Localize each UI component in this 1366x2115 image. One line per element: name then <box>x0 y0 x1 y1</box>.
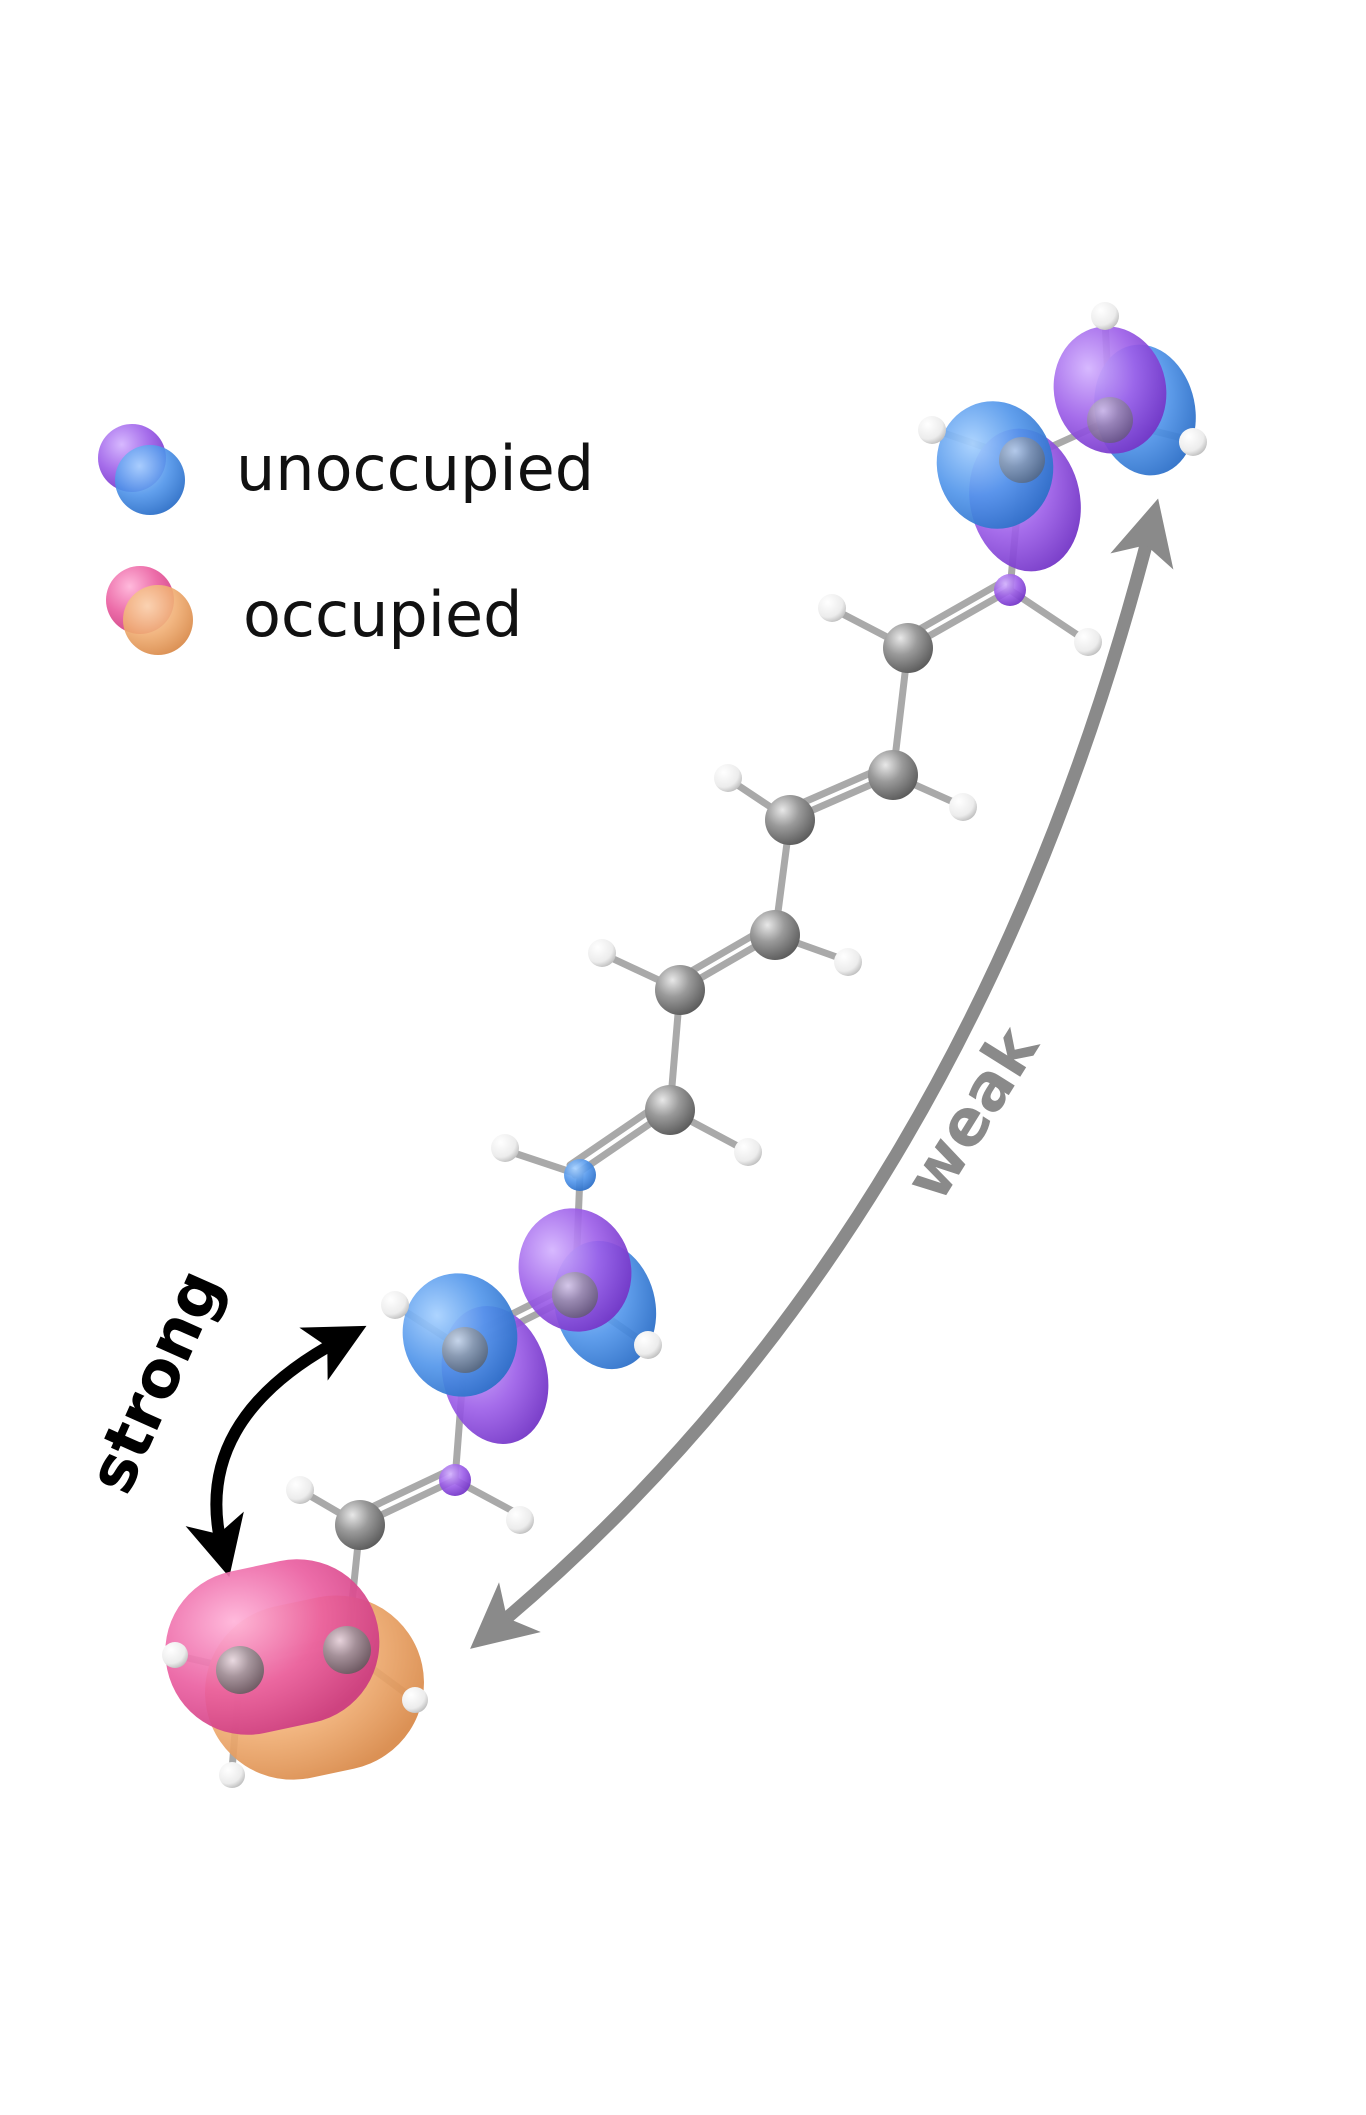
occupied-legend-icon <box>106 566 193 655</box>
strong-label: strong <box>74 1259 237 1504</box>
legend-occupied-label: occupied <box>243 578 523 651</box>
unoccupied-orbital-upper <box>936 326 1196 572</box>
weak-arrow <box>470 498 1174 1649</box>
occupied-orbital <box>165 1559 424 1780</box>
unoccupied-orbital-lower <box>402 1208 657 1444</box>
carbon-atoms <box>216 397 1133 1694</box>
strong-arrow <box>185 1325 367 1578</box>
unoccupied-legend-icon <box>98 424 185 515</box>
hydrogen-atoms <box>162 302 1207 1788</box>
legend-unoccupied-label: unoccupied <box>236 432 595 505</box>
